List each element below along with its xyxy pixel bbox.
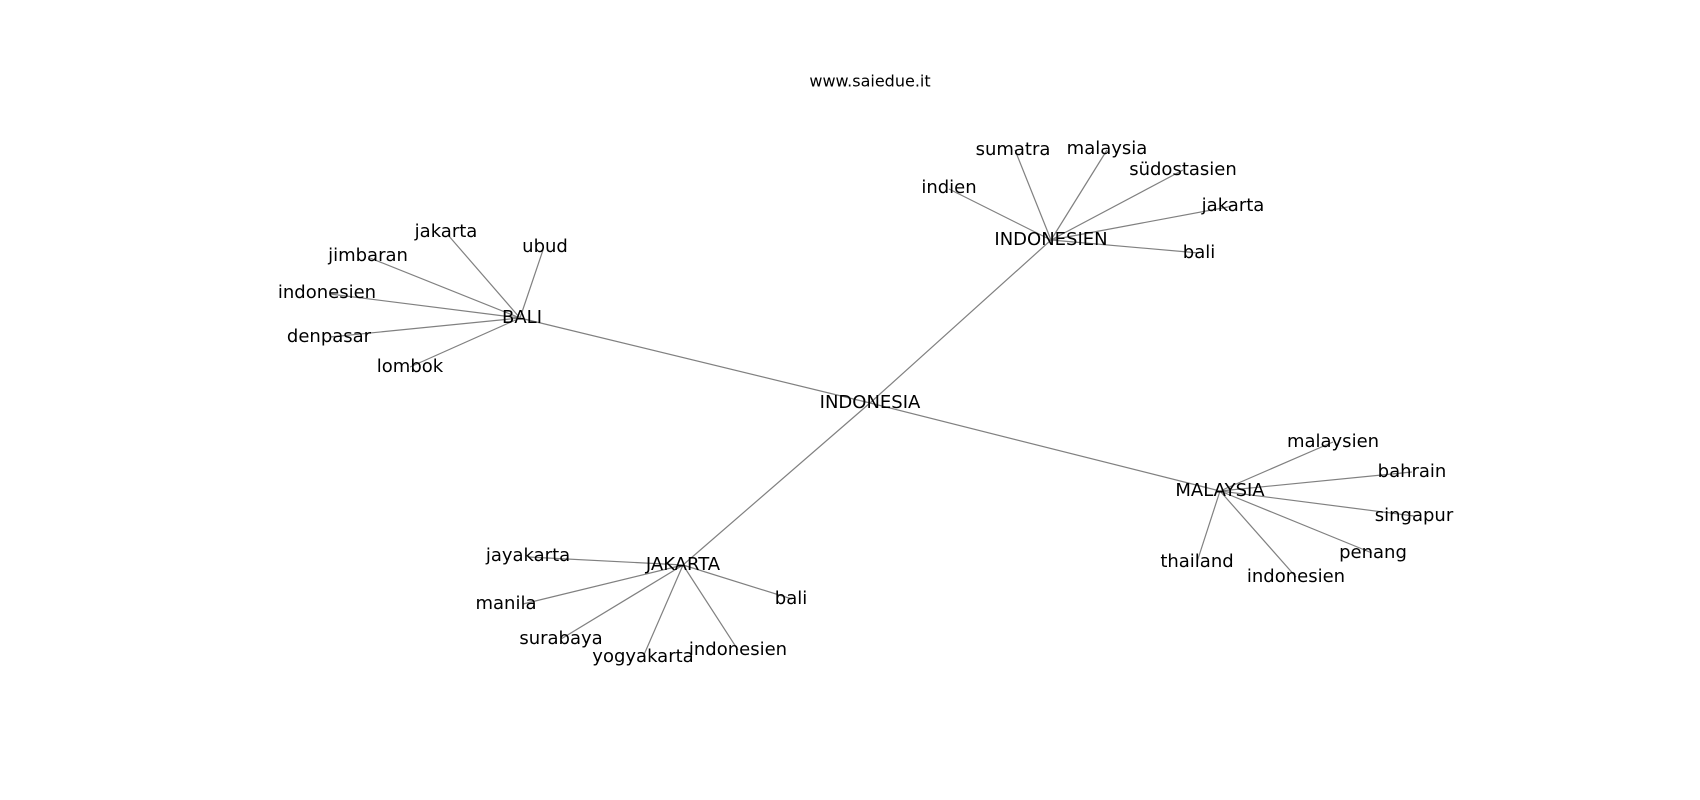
edge-bali-leaf <box>519 249 544 319</box>
edge-bali-leaf <box>369 257 521 319</box>
edge-jakarta-leaf <box>560 564 684 640</box>
hub-node-label: MALAYSIA <box>1175 480 1265 501</box>
edge-malaysia-leaf <box>1219 490 1415 517</box>
edge-jakarta-leaf <box>527 556 684 566</box>
edge-indonesien-leaf <box>1014 149 1052 241</box>
edge-jakarta-leaf <box>682 564 739 651</box>
edge-root-indonesien <box>869 239 1052 404</box>
leaf-node-label: jimbaran <box>327 245 408 266</box>
edge-jakarta-leaf <box>682 564 793 600</box>
leaf-node-label: thailand <box>1160 551 1233 572</box>
leaf-node-label: denpasar <box>287 326 372 347</box>
hub-node-label: JAKARTA <box>645 554 721 575</box>
edge-malaysia-leaf <box>1196 490 1221 563</box>
leaf-node-label: ubud <box>522 236 568 257</box>
leaf-node-label: bali <box>775 588 807 609</box>
leaf-node-label: singapur <box>1375 505 1454 526</box>
edge-bali-leaf <box>329 317 521 338</box>
leaf-node-label: jayakarta <box>485 545 570 566</box>
hub-node-label: INDONESIEN <box>994 229 1107 250</box>
edge-malaysia-leaf <box>1219 490 1297 578</box>
edge-indonesien-leaf <box>1050 239 1200 254</box>
node-labels: INDONESIA BALI jakarta ubud jimbaran ind… <box>278 138 1454 667</box>
leaf-node-label: indonesien <box>689 639 787 660</box>
leaf-node-label: indonesien <box>278 282 376 303</box>
root-node-label: INDONESIA <box>820 392 921 413</box>
edge-malaysia-leaf <box>1219 471 1413 492</box>
leaf-node-label: bahrain <box>1378 461 1447 482</box>
leaf-node-label: bali <box>1183 242 1215 263</box>
edge-bali-leaf <box>447 234 521 319</box>
edge-bali-leaf <box>409 317 521 368</box>
leaf-node-label: indien <box>921 177 976 198</box>
edge-malaysia-leaf <box>1219 490 1373 554</box>
leaf-node-label: surabaya <box>519 628 602 649</box>
leaf-node-label: lombok <box>377 356 444 377</box>
leaf-node-label: malaysien <box>1287 431 1379 452</box>
leaf-node-label: manila <box>475 593 536 614</box>
leaf-node-label: yogyakarta <box>592 646 693 667</box>
edge-root-bali <box>519 317 871 404</box>
edge-indonesien-leaf <box>1050 169 1184 241</box>
leaf-node-label: indonesien <box>1247 566 1345 587</box>
leaf-node-label: jakarta <box>414 221 478 242</box>
leaf-node-label: sumatra <box>976 139 1051 160</box>
leaf-node-label: malaysia <box>1067 138 1148 159</box>
leaf-node-label: jakarta <box>1201 195 1265 216</box>
edge-jakarta-leaf <box>522 564 684 605</box>
edge-bali-leaf <box>329 293 521 319</box>
edge-indonesien-leaf <box>1050 205 1234 241</box>
edge-indonesien-leaf <box>1050 149 1108 241</box>
site-watermark: www.saiedue.it <box>809 72 930 91</box>
edge-jakarta-leaf <box>642 564 684 658</box>
leaf-node-label: penang <box>1339 542 1407 563</box>
edge-indonesien-leaf <box>948 188 1052 241</box>
edge-root-malaysia <box>869 402 1221 492</box>
edge-malaysia-leaf <box>1219 441 1334 492</box>
edges <box>329 149 1415 658</box>
hub-node-label: BALI <box>502 307 542 328</box>
leaf-node-label: südostasien <box>1129 159 1237 180</box>
edge-root-jakarta <box>682 402 871 566</box>
